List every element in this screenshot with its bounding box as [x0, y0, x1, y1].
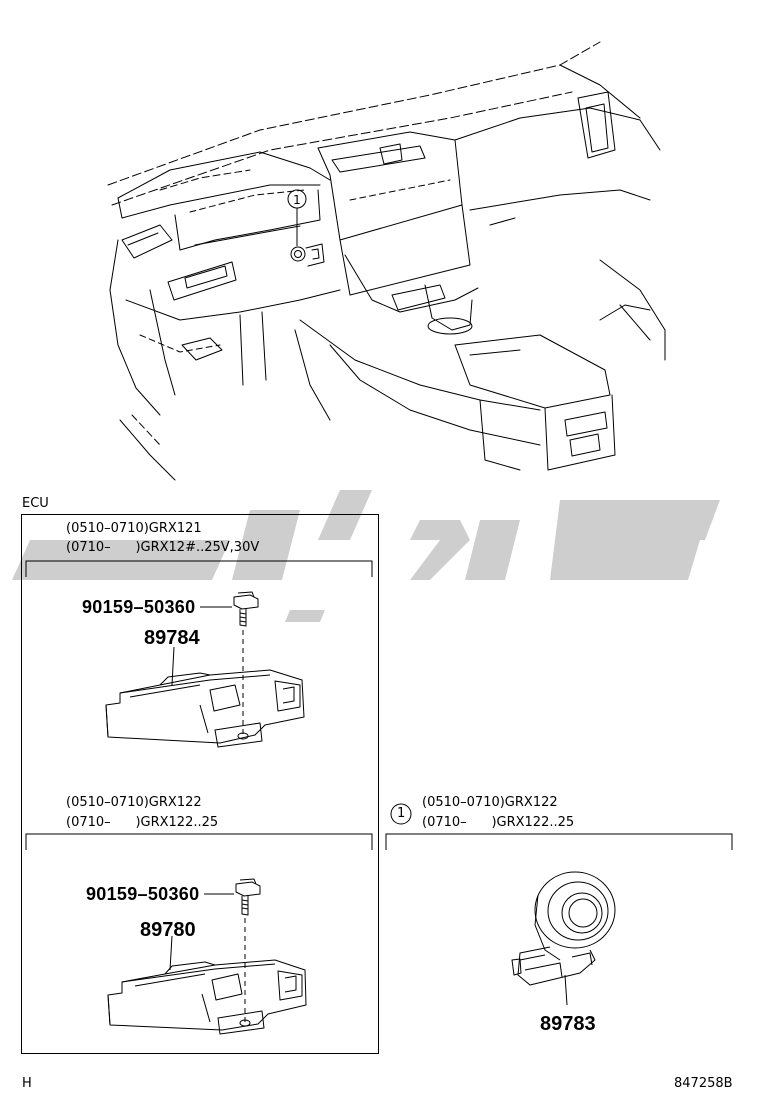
bottom-bolt-part-number[interactable]: 90159–50360 [86, 884, 200, 904]
top-bolt-part-number[interactable]: 90159–50360 [82, 597, 196, 617]
right-marker-circle [390, 803, 412, 825]
right-bracket [385, 833, 733, 850]
top-ecu-part-number[interactable]: 89784 [144, 627, 200, 649]
right-marker-number: 1 [397, 806, 406, 821]
ecu-frame [21, 514, 379, 1054]
right-applicability-line1: (0510–0710)GRX122 [422, 795, 558, 810]
callout-1-number: 1 [293, 193, 301, 207]
top-applicability-line2: (0710– )GRX12#..25V,30V [66, 540, 260, 555]
top-bracket [25, 560, 373, 577]
footer-left-code: H [22, 1076, 32, 1091]
ignition-switch-part-number[interactable]: 89783 [540, 1013, 596, 1035]
right-applicability-line2: (0710– )GRX122..25 [422, 815, 575, 830]
drawing-number: 847258B [674, 1076, 733, 1091]
dashboard-illustration: 1 [107, 41, 666, 481]
bottom-ecu-part-number[interactable]: 89780 [140, 919, 196, 941]
watermark-logo [12, 490, 720, 622]
bottom-applicability-line1: (0510–0710)GRX122 [66, 795, 202, 810]
top-ecu-drawing [105, 591, 305, 748]
ignition-switch-drawing [511, 871, 616, 1006]
top-applicability-line1: (0510–0710)GRX121 [66, 521, 202, 536]
ecu-label: ECU [22, 496, 49, 511]
bottom-bracket [25, 833, 373, 850]
bottom-applicability-line2: (0710– )GRX122..25 [66, 815, 219, 830]
bottom-ecu-drawing [107, 878, 307, 1035]
